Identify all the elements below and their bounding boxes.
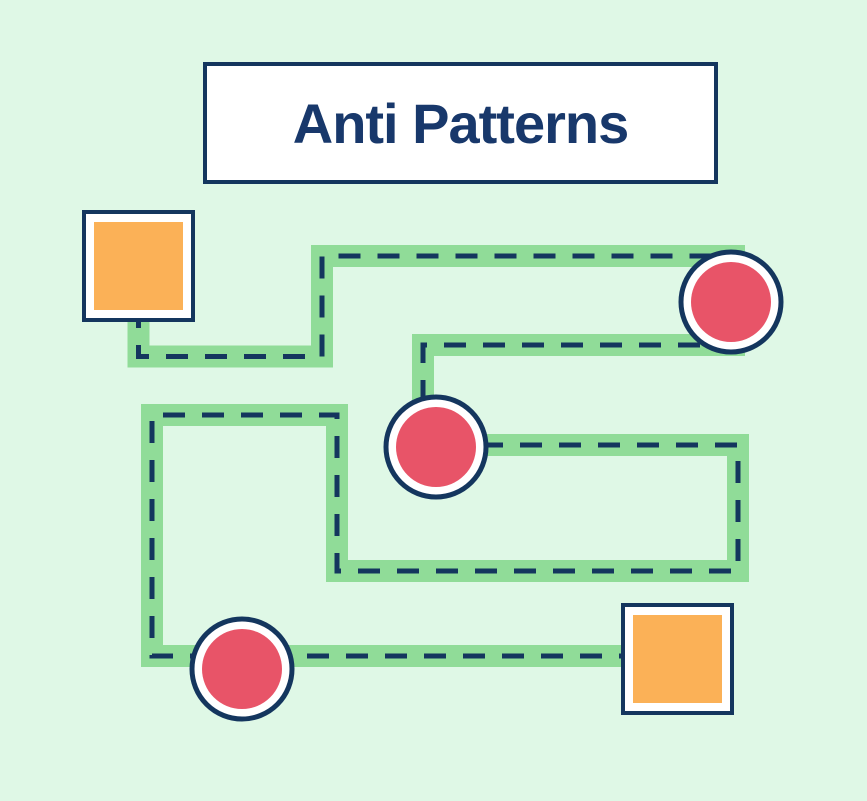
circle-node-middle (383, 394, 489, 500)
square-top-left-fill (94, 222, 183, 310)
circle-node-bottom-left (189, 616, 295, 722)
circle-top-right-fill (691, 262, 771, 342)
circle-node-top-right (678, 249, 784, 355)
path-dashes-segment-1 (136, 253, 745, 359)
page-title: Anti Patterns (292, 91, 629, 155)
title-box: Anti Patterns (203, 62, 718, 184)
path-dashes-segment-3 (149, 412, 741, 659)
circle-bottom-left-fill (202, 629, 282, 709)
square-bottom-right-fill (633, 615, 722, 703)
square-node-bottom-right (621, 603, 734, 715)
circle-middle-fill (396, 407, 476, 487)
square-node-top-left (82, 210, 195, 322)
